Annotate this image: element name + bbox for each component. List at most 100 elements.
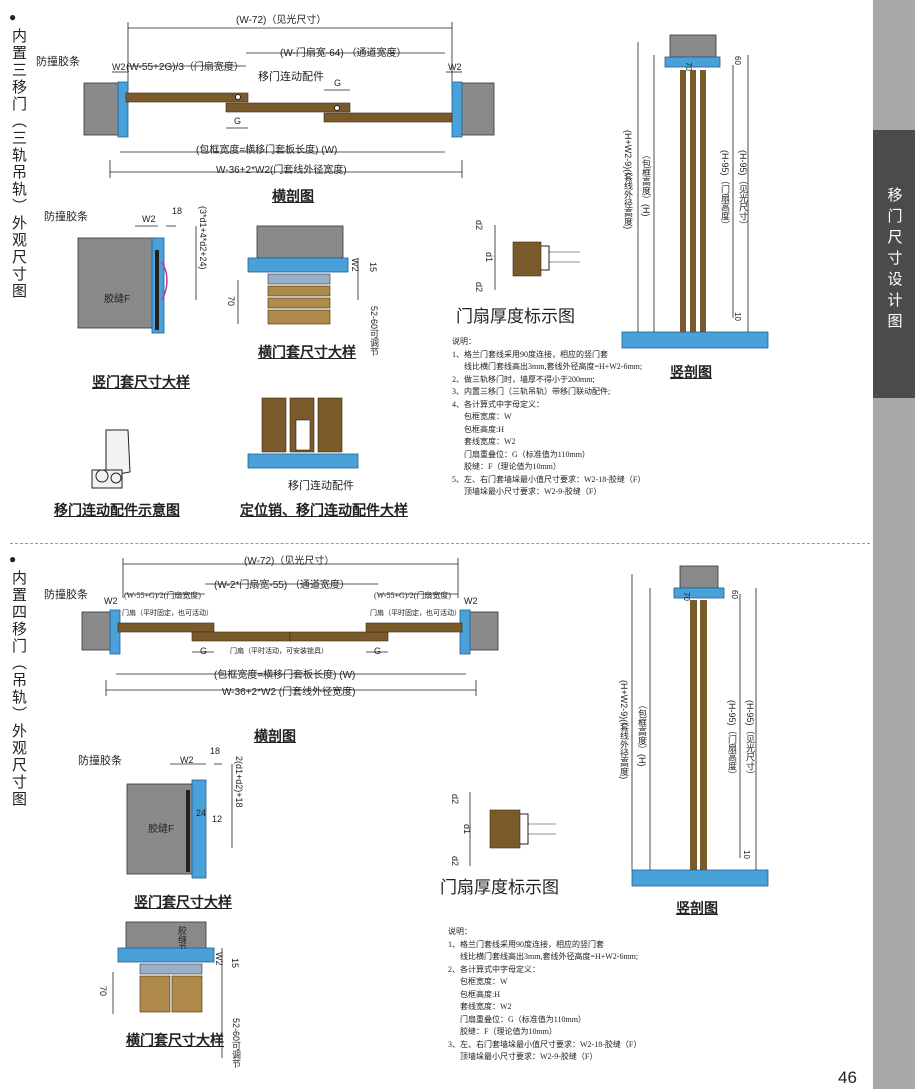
s1-sv-leaf: (H-95)（门扇高度） (720, 150, 730, 230)
s1-w2-right: W2 (448, 62, 462, 72)
s1-note-5: 4、各计算式中字母定义： (452, 399, 544, 409)
s1-sv-70: 70 (684, 62, 693, 71)
s1-note-11: 5、左、右门套墙垛最小值尺寸要求：W2-18-胶缝（F） (452, 474, 646, 484)
section1-drawings (77, 22, 769, 489)
sidebar-section-tab (873, 130, 915, 398)
s2-leaf-fixed-right: 门扇（平时固定，也可活动） (370, 609, 461, 617)
s2-right-leaf-width: (W-55+G)/2(门扇宽度) (374, 591, 451, 600)
s1-note-1: 1、格兰门套线采用90度连接，相应的竖门套 (452, 349, 608, 359)
s1-note-3: 2、做三轨移门时，墙厚不得小于200mm; (452, 374, 595, 384)
s2-sv-outer: (H+W2-9)(套线外径高度) (619, 680, 629, 780)
s2-note-5: 包框高度:H (460, 989, 500, 999)
s1-note-12: 顶墙垛最小尺寸要求：W2-9-胶缝（F） (464, 487, 602, 496)
s2-anti-strip: 防撞胶条 (44, 589, 88, 601)
section2-title: 内置四移门（吊轨）外观尺寸图 (10, 570, 27, 808)
s1-vd-caption: 竖门套尺寸大样 (92, 374, 190, 390)
page-number: 46 (838, 1068, 857, 1087)
s2-hd-glue: 胶缝F (177, 926, 187, 950)
s1-note-7: 包框高度:H (464, 424, 504, 434)
s2-g-right: G (374, 646, 382, 656)
s2-vd-12: 12 (212, 814, 223, 824)
s1-note-10: 胶缝：F（理论值为10mm） (464, 462, 561, 471)
s2-sv-caption: 竖剖图 (676, 900, 718, 916)
s1-vd-18: 18 (172, 206, 183, 216)
s2-hd-caption: 横门套尺寸大样 (126, 1032, 224, 1048)
s1-g-top: G (334, 78, 342, 88)
s1-note-0: 说明： (452, 337, 476, 346)
s2-th-d2a: d2 (450, 794, 460, 805)
s2-leaf-active: 门扇（平时活动，可安装锁具） (230, 647, 328, 655)
s1-th-d2b: d2 (474, 282, 484, 293)
s1-sv-visible: (H-95)（见光尺寸） (738, 150, 748, 230)
s2-vd-24: 24 (196, 808, 207, 818)
s1-vd-anti-strip: 防撞胶条 (44, 211, 88, 223)
s2-vd-caption: 竖门套尺寸大样 (134, 894, 232, 910)
s2-outer-width: W-36+2*W2 (门套线外径宽度) (222, 687, 356, 698)
section2-bullet: ● (9, 552, 17, 566)
s2-hd-w2: W2 (214, 952, 224, 966)
s1-w2-left: W2 (112, 62, 126, 72)
s1-vd-w2: W2 (142, 214, 156, 224)
s1-g-bottom: G (234, 116, 242, 126)
s1-hd-w2: W2 (350, 258, 360, 272)
s1-sv-outer: (H+W2-9)(套线外径高度) (623, 130, 633, 230)
s2-notes: 说明： 1、格兰门套线采用90度连接，相应的竖门套 线比横门套线高出3mm,套线… (448, 926, 641, 1064)
s1-th-d1: d1 (484, 252, 494, 263)
s2-leaf-fixed-left: 门扇（平时固定，也可活动） (122, 609, 213, 617)
s1-sv-10: 10 (733, 312, 742, 321)
s1-pin-caption: 定位销、移门连动配件大样 (240, 502, 408, 518)
s2-vd-glue: 胶缝F (148, 824, 175, 835)
s1-hd-15: 15 (368, 262, 378, 273)
s2-hd-adjust: 52-60可调节 (231, 1018, 241, 1069)
s1-hd-caption: 横门套尺寸大样 (258, 344, 356, 360)
s2-passage: (W-2*门扇宽-55) （通道宽度） (214, 580, 350, 591)
s1-vd-formula: (3*d1+4*d2+24) (198, 206, 208, 270)
s2-sv-visible: (H-95)（见光尺寸） (745, 700, 755, 780)
s1-frame-width: (包框宽度=横移门套板长度) (W) (196, 145, 338, 156)
s1-sv-frame: （包框高度）(H) (641, 150, 651, 217)
s1-hd-70: 70 (226, 296, 236, 307)
s2-hd-15: 15 (230, 958, 240, 969)
s2-sv-leaf: (H-95)（门扇高度） (727, 700, 737, 780)
s2-left-leaf-width: (W-55+G)/2(门扇宽度) (124, 591, 201, 600)
s2-w2-left: W2 (104, 596, 118, 606)
s1-connector-label: 移门连动配件 (258, 71, 324, 83)
s1-note-9: 门扇重叠位：G（标准值为110mm） (464, 449, 590, 459)
s1-outer-width: W-36+2*W2(门套线外径宽度) (216, 165, 347, 176)
s2-note-4: 包框宽度：W (460, 977, 508, 986)
s1-vd-glue: 胶缝F (104, 294, 131, 305)
section1-bullet: ● (9, 10, 17, 24)
s2-g-left: G (200, 646, 208, 656)
s2-vd-18: 18 (210, 746, 221, 756)
s2-sv-10: 10 (742, 850, 751, 859)
s2-note-8: 胶缝：F（理论值为10mm） (460, 1027, 557, 1036)
s2-frame-width: (包框宽度=横移门套板长度) (W) (214, 670, 356, 681)
s2-sv-70: 70 (682, 592, 691, 601)
s1-anti-strip-label: 防撞胶条 (36, 56, 80, 68)
s1-note-6: 包框宽度：W (464, 412, 512, 421)
s2-th-d2b: d2 (450, 856, 460, 867)
s2-note-6: 套线宽度：W2 (460, 1002, 512, 1011)
s2-vd-w2: W2 (180, 755, 194, 765)
s2-note-3: 2、各计算式中字母定义： (448, 964, 540, 974)
s1-leaf-width: (W-55+2G)/3（门扇宽度） (126, 62, 244, 73)
s1-pin-label: 移门连动配件 (288, 480, 354, 492)
s2-top-dim: (W-72)（见光尺寸） (244, 556, 335, 567)
s2-horizontal-caption: 横剖图 (254, 728, 296, 744)
s2-w2-right: W2 (464, 596, 478, 606)
s2-note-10: 顶墙垛最小尺寸要求：W2-9-胶缝（F） (460, 1052, 598, 1061)
s1-sv-60: 60 (733, 56, 742, 65)
section2-drawings (81, 558, 769, 1058)
s2-note-1: 1、格兰门套线采用90度连接，相应的竖门套 (448, 939, 604, 949)
s2-hd-70: 70 (98, 986, 108, 997)
s1-notes: 说明： 1、格兰门套线采用90度连接，相应的竖门套 线比横门套线高出3mm,套线… (452, 336, 645, 499)
s2-th-caption: 门扇厚度标示图 (440, 878, 559, 897)
s1-hd-adjust: 52-60可调节 (369, 306, 379, 357)
s2-sv-60: 60 (730, 590, 739, 599)
s1-note-2: 线比横门套线高出3mm,套线外径高度=H+W2-6mm; (464, 362, 643, 371)
s2-note-9: 3、左、右门套墙垛最小值尺寸要求：W2-18-胶缝（F） (448, 1039, 642, 1049)
section-divider (10, 543, 870, 544)
s1-note-4: 3、内置三移门（三轨吊轨）带移门联动配件; (452, 387, 611, 396)
s2-note-7: 门扇重叠位：G（标准值为110mm） (460, 1014, 586, 1024)
s1-passage: (W-门扇宽-64) （通道宽度） (280, 48, 407, 59)
